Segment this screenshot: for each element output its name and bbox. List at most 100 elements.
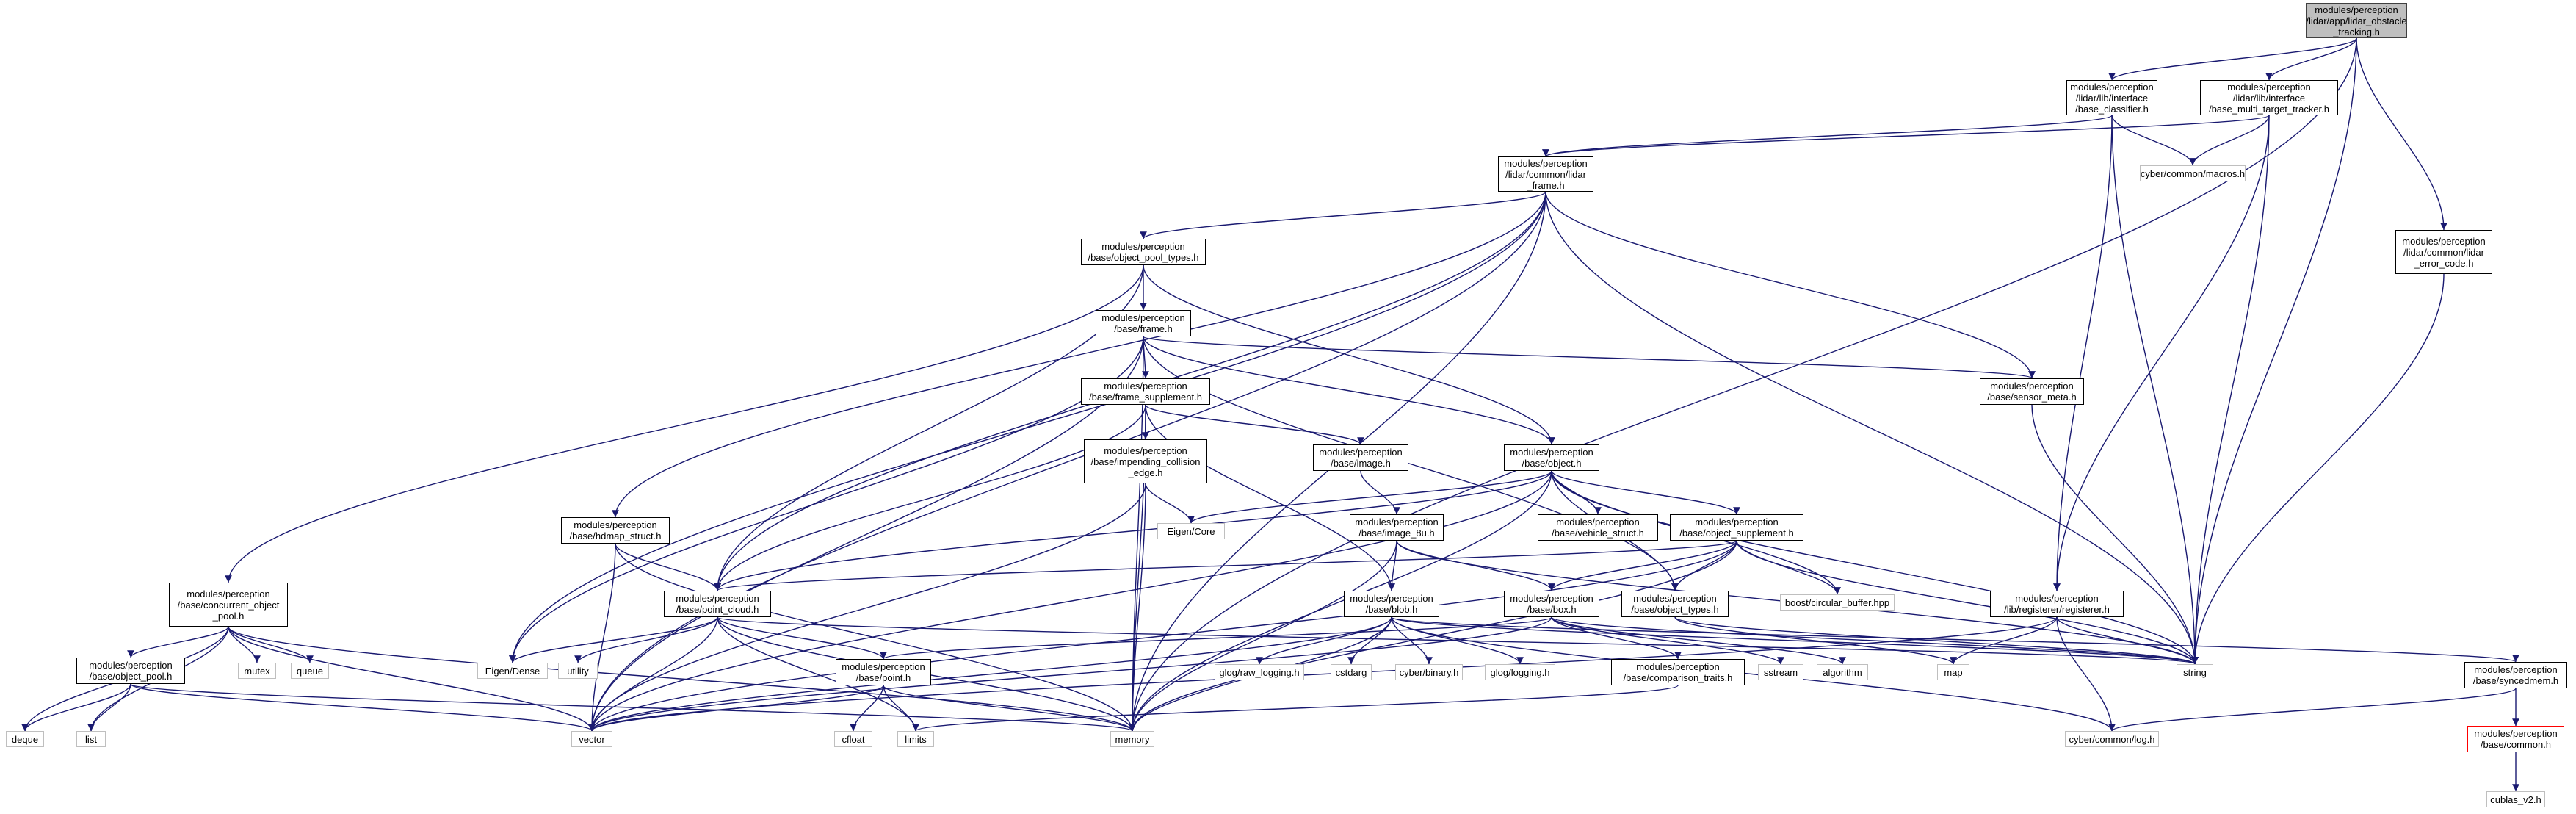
edge-point_cloud-to-eigen_dense: [509, 616, 718, 663]
edge-box-to-sstream: [1551, 616, 1784, 665]
vector-node[interactable]: vector: [571, 731, 612, 747]
edge-hdmap_struct-to-point_cloud: [615, 543, 721, 591]
concurrent-object-pool-node[interactable]: modules/perception /base/concurrent_obje…: [169, 583, 288, 627]
edge-registerer-to-cyber_log: [2056, 616, 2116, 732]
hdmap-struct-node[interactable]: modules/perception /base/hdmap_struct.h: [561, 517, 670, 544]
mutex-node[interactable]: mutex: [238, 663, 276, 679]
edge-base_multi_target_tracker-to-lidar_frame: [1542, 115, 2270, 157]
edge-base_multi_target_tracker-to-registerer: [2053, 115, 2270, 591]
cyber-log-node[interactable]: cyber/common/log.h: [2065, 731, 2159, 747]
edge-frame-to-object: [1143, 336, 1555, 445]
edge-image_8u-to-box: [1396, 540, 1555, 591]
edge-lidar_frame-to-hdmap_struct: [612, 191, 1546, 518]
edge-base_classifier-to-string: [2111, 115, 2199, 665]
lidar-frame-node[interactable]: modules/perception /lidar/common/lidar _…: [1498, 156, 1593, 192]
edge-object-to-eigen_core: [1187, 470, 1552, 524]
utility-node[interactable]: utility: [558, 663, 598, 679]
object-node[interactable]: modules/perception /base/object.h: [1504, 444, 1599, 471]
image-node[interactable]: modules/perception /base/image.h: [1313, 444, 1408, 471]
blob-node[interactable]: modules/perception /base/blob.h: [1344, 591, 1439, 617]
eigen-core-node[interactable]: Eigen/Core: [1157, 523, 1225, 539]
base-classifier-node[interactable]: modules/perception /lidar/lib/interface …: [2066, 80, 2157, 115]
vehicle-struct-node[interactable]: modules/perception /base/vehicle_struct.…: [1538, 514, 1658, 541]
edge-registerer-to-string: [2056, 616, 2199, 665]
cyber-macros-node[interactable]: cyber/common/macros.h: [2140, 165, 2246, 181]
edge-object_supplement-to-circular_buffer: [1736, 540, 1841, 595]
edge-base_classifier-to-registerer: [2053, 115, 2113, 591]
edge-frame_supplement-to-point_cloud: [714, 404, 1146, 591]
map-node[interactable]: map: [1937, 664, 1969, 680]
object-pool-node[interactable]: modules/perception /base/object_pool.h: [76, 658, 185, 684]
lidar-error-code-node[interactable]: modules/perception /lidar/common/lidar _…: [2395, 230, 2492, 274]
image-8u-node[interactable]: modules/perception /base/image_8u.h: [1350, 514, 1444, 541]
edge-point-to-vector: [588, 685, 884, 732]
string-node[interactable]: string: [2177, 664, 2213, 680]
edge-box-to-vector: [588, 616, 1552, 732]
glog-logging-node[interactable]: glog/logging.h: [1485, 664, 1555, 680]
lidar-obstacle-tracking-node[interactable]: modules/perception /lidar/app/lidar_obst…: [2306, 3, 2407, 38]
edge-object-to-memory: [1129, 470, 1552, 732]
edge-impending_collision_edge-to-vector: [588, 483, 1146, 732]
edge-object_supplement-to-point_cloud: [714, 540, 1737, 591]
cstdarg-node[interactable]: cstdarg: [1331, 664, 1372, 680]
circular-buffer-node[interactable]: boost/circular_buffer.hpp: [1780, 594, 1895, 610]
edge-point_cloud-to-vector: [588, 616, 718, 732]
algorithm-node[interactable]: algorithm: [1817, 664, 1868, 680]
edge-impending_collision_edge-to-eigen_core: [1145, 483, 1195, 524]
edge-object_types-to-map: [1674, 616, 1957, 665]
box-node[interactable]: modules/perception /base/box.h: [1504, 591, 1599, 617]
edge-object-to-vector: [588, 470, 1552, 732]
glog-raw-logging-node[interactable]: glog/raw_logging.h: [1215, 664, 1304, 680]
edge-lidar_obstacle_tracking-to-memory: [1129, 37, 2357, 732]
list-node[interactable]: list: [76, 731, 106, 747]
edge-object_pool-to-memory: [130, 683, 1136, 732]
edge-blob-to-cyber_binary: [1391, 616, 1433, 665]
edge-concurrent_object_pool-to-object_pool: [127, 626, 229, 658]
memory-node[interactable]: memory: [1110, 731, 1154, 747]
edge-blob-to-cstdarg: [1347, 616, 1392, 665]
cyber-binary-node[interactable]: cyber/binary.h: [1395, 664, 1463, 680]
impending-collision-edge-node[interactable]: modules/perception /base/impending_colli…: [1084, 439, 1207, 483]
edge-object_types-to-string: [1674, 616, 2199, 665]
object-supplement-node[interactable]: modules/perception /base/object_suppleme…: [1670, 514, 1803, 541]
syncedmem-node[interactable]: modules/perception /base/syncedmem.h: [2464, 662, 2567, 688]
edge-lidar_frame-to-string: [1545, 191, 2199, 665]
edge-lidar_obstacle_tracking-to-base_classifier: [2108, 37, 2357, 81]
edge-object_supplement-to-vector: [588, 540, 1737, 732]
edge-base_multi_target_tracker-to-string: [2191, 115, 2270, 665]
edge-comparison_traits-to-limits: [912, 685, 1679, 732]
frame-node[interactable]: modules/perception /base/frame.h: [1096, 310, 1191, 336]
object-types-node[interactable]: modules/perception /base/object_types.h: [1621, 591, 1729, 617]
sstream-node[interactable]: sstream: [1758, 664, 1803, 680]
point-cloud-node[interactable]: modules/perception /base/point_cloud.h: [664, 591, 771, 617]
common-node[interactable]: modules/perception /base/common.h: [2467, 726, 2564, 752]
limits-node[interactable]: limits: [897, 731, 934, 747]
base-multi-target-tracker-node[interactable]: modules/perception /lidar/lib/interface …: [2200, 80, 2338, 115]
edge-hdmap_struct-to-memory: [615, 543, 1136, 732]
cfloat-node[interactable]: cfloat: [834, 731, 872, 747]
edge-box-to-algorithm: [1551, 616, 1846, 665]
edge-object_pool-to-list: [87, 683, 131, 732]
edge-syncedmem-to-cyber_log: [2108, 688, 2517, 732]
eigen-dense-node[interactable]: Eigen/Dense: [477, 663, 548, 679]
frame-supplement-node[interactable]: modules/perception /base/frame_supplemen…: [1081, 378, 1210, 405]
edge-concurrent_object_pool-to-memory: [228, 626, 1136, 732]
point-node[interactable]: modules/perception /base/point.h: [836, 659, 931, 685]
cublas-v2-node[interactable]: cublas_v2.h: [2486, 791, 2545, 807]
sensor-meta-node[interactable]: modules/perception /base/sensor_meta.h: [1980, 378, 2084, 405]
registerer-node[interactable]: modules/perception /lib/registerer/regis…: [1990, 591, 2124, 617]
edge-layer: [21, 37, 2519, 791]
edge-object-to-object_supplement: [1551, 470, 1740, 515]
edge-lidar_frame-to-vector: [588, 191, 1546, 732]
edge-registerer-to-vector: [588, 616, 2058, 732]
edge-base_classifier-to-cyber_macros: [2111, 115, 2196, 166]
object-pool-types-node[interactable]: modules/perception /base/object_pool_typ…: [1081, 239, 1206, 265]
edge-registerer-to-map: [1950, 616, 2058, 665]
deque-node[interactable]: deque: [6, 731, 44, 747]
queue-node[interactable]: queue: [291, 663, 329, 679]
edge-lidar_frame-to-object_pool_types: [1140, 191, 1546, 239]
comparison-traits-node[interactable]: modules/perception /base/comparison_trai…: [1611, 659, 1745, 685]
edge-point_cloud-to-utility: [574, 616, 718, 663]
edge-blob-to-string: [1391, 616, 2199, 665]
